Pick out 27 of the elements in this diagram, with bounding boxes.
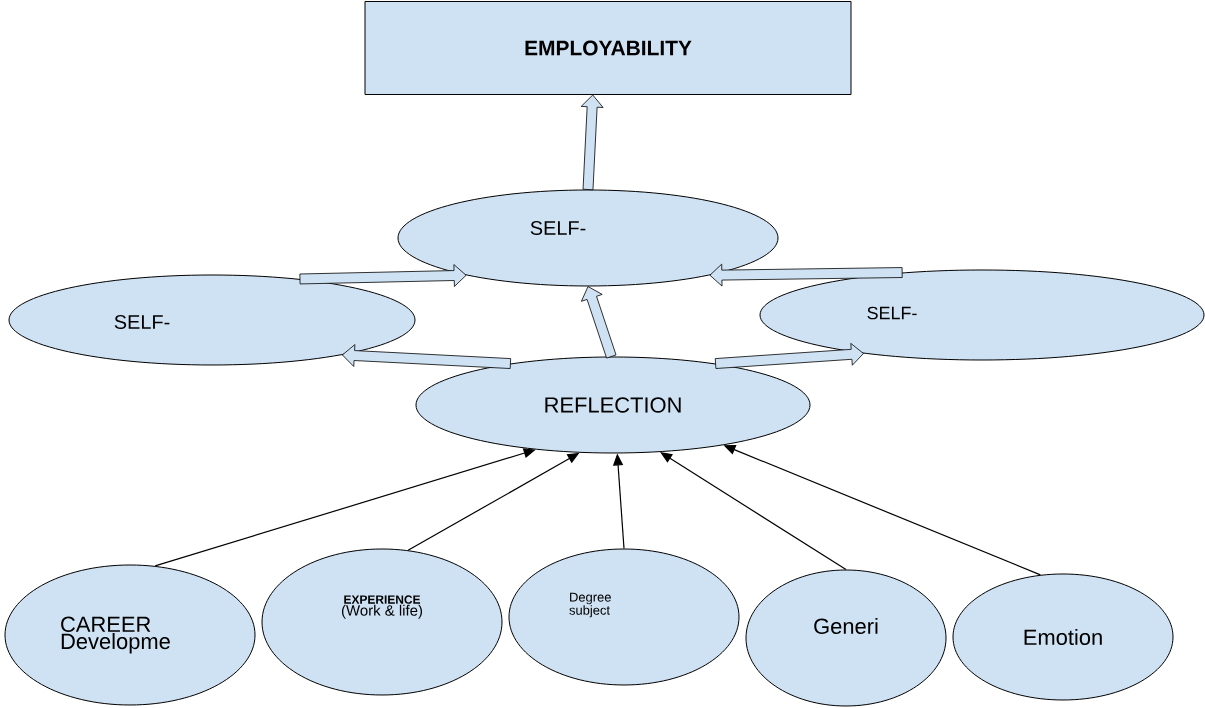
title-box [364,1,852,95]
block-arrow [580,94,604,191]
node-text: SELF- [114,314,170,330]
ellipse-node [8,274,416,366]
arrow [660,452,847,571]
node-text: SELF- [530,220,586,236]
ellipse-node [4,564,256,706]
node-text: EXPERIENCE (Work & life) [341,595,422,619]
block-arrow [342,344,512,369]
ellipse-node [952,573,1174,701]
ellipse-node [745,569,947,707]
ellipse-node [759,269,1205,361]
node-text: CAREER Developme [61,616,170,654]
ellipse-node [397,189,779,287]
node-text: EMPLOYABILITY [525,40,692,56]
block-arrow [581,286,617,359]
ellipse-node [508,548,740,686]
node-text: SELF- [867,306,917,320]
node-text: REFLECTION [545,397,681,413]
node-text: Generi [814,617,878,635]
node-text: Emotion [1024,628,1102,646]
block-arrow [709,263,903,287]
block-arrow [714,343,864,369]
node-text: Degree subject [569,592,611,618]
ellipse-node [415,356,811,454]
ellipse-node [261,548,503,696]
block-arrow [299,264,467,287]
